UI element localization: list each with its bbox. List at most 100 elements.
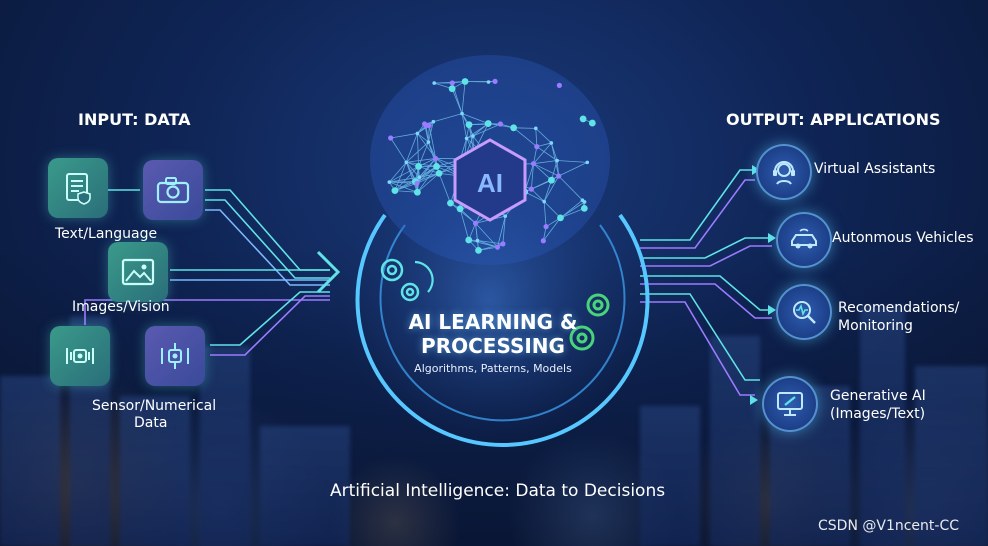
center-title-line1: AI LEARNING &: [408, 310, 578, 334]
brain-link: [502, 216, 506, 244]
brain-link: [475, 222, 498, 248]
arrowhead-icon: [768, 233, 776, 243]
brain-node: [555, 158, 559, 163]
brain-link: [438, 173, 451, 204]
brain-link: [394, 190, 418, 193]
brain-link: [418, 158, 437, 178]
brain-node: [548, 176, 555, 184]
brain-link: [417, 133, 429, 143]
generative-ai-badge: [762, 376, 818, 432]
brain-node: [497, 121, 504, 127]
brain-node: [465, 121, 473, 129]
brain-link: [466, 123, 489, 139]
brain-node: [494, 244, 501, 250]
brain-node: [461, 78, 469, 85]
brain-link: [535, 128, 552, 144]
brain-link: [416, 133, 419, 167]
output-label-generative-ai-line1: Generative AI: [830, 388, 926, 404]
brain-link: [394, 182, 418, 191]
brain-node: [500, 241, 506, 247]
brain-node: [421, 121, 428, 127]
brain-node: [417, 175, 422, 179]
brain-node: [549, 141, 554, 145]
gear-icon: [569, 293, 610, 351]
output-label-virtual-assistants: Virtual Assistants: [814, 161, 936, 177]
input-label-sensor-line2: Data: [134, 415, 168, 431]
input-heading: INPUT: DATA: [78, 110, 191, 129]
brain-node: [475, 246, 482, 254]
brain-link: [543, 175, 560, 202]
brain-node: [448, 85, 456, 93]
brain-link: [389, 166, 419, 183]
brain-link: [389, 181, 418, 193]
brain-node: [533, 126, 538, 131]
brain-node: [557, 214, 564, 222]
brain-link: [543, 180, 552, 202]
brain-node: [484, 120, 492, 127]
brain-link: [405, 133, 418, 163]
rotate-arrow-icon: [414, 260, 434, 293]
brain-node: [543, 224, 549, 230]
brain-node: [486, 80, 491, 84]
arrowhead-icon: [750, 395, 758, 405]
output-connector-line: [640, 301, 755, 396]
building-silhouette: [915, 366, 988, 546]
input-label-text-language: Text/Language: [55, 226, 158, 242]
brain-node: [415, 131, 420, 136]
brain-node: [415, 163, 422, 170]
arrowhead-icon: [768, 305, 776, 315]
brain-node: [510, 124, 518, 132]
recommendations-badge: [776, 284, 832, 340]
brain-link: [533, 160, 558, 165]
brain-link: [558, 175, 583, 201]
ai-badge-text: AI: [477, 168, 503, 198]
output-connector-line: [640, 179, 755, 249]
brain-link: [459, 208, 470, 241]
brain-node: [471, 134, 475, 138]
brain-node: [492, 78, 498, 84]
brain-link: [434, 81, 466, 84]
numerical-tile: [145, 326, 205, 386]
images-vision-tile: [108, 242, 168, 302]
building-silhouette: [710, 336, 760, 546]
watermark: CSDN @V1ncent-CC: [818, 518, 959, 534]
brain-node: [447, 199, 454, 207]
brain-node: [431, 119, 436, 124]
brain-node: [540, 238, 546, 244]
ai-badge-icon: [453, 138, 527, 222]
input-connector-line: [205, 199, 330, 279]
car-icon: [791, 228, 817, 249]
brain-node: [472, 220, 479, 226]
brain-node: [534, 144, 540, 150]
brain-link: [560, 208, 585, 219]
output-label-recommendations-line2: Monitoring: [838, 318, 913, 334]
output-label-autonomous-vehicles: Autonmous Vehicles: [832, 230, 974, 246]
brain-link: [428, 125, 430, 143]
brain-node: [579, 115, 587, 123]
magnifier-pulse-icon: [793, 301, 816, 324]
brain-node: [391, 187, 399, 195]
input-connector-line: [84, 299, 330, 325]
output-connector-line: [640, 245, 772, 267]
output-connector-line: [640, 275, 772, 311]
image-icon: [121, 258, 155, 286]
brain-link: [530, 163, 534, 190]
output-label-recommendations-line1: Recomendations/: [838, 300, 960, 316]
brain-link: [497, 216, 506, 248]
brain-link: [533, 146, 538, 164]
brain-node: [426, 140, 431, 144]
brain-node: [556, 82, 562, 88]
brain-link: [417, 166, 437, 193]
brain-link: [557, 160, 588, 163]
brain-link: [513, 127, 536, 129]
brain-link: [560, 201, 585, 219]
brain-link: [536, 146, 558, 161]
brain-link: [416, 172, 440, 184]
virtual-assistant-badge: [756, 144, 812, 200]
processing-inner-ring: [379, 224, 626, 422]
brain-link: [533, 142, 552, 164]
brain-node: [582, 200, 587, 204]
output-connector-line: [640, 283, 772, 319]
building-silhouette: [200, 346, 250, 546]
